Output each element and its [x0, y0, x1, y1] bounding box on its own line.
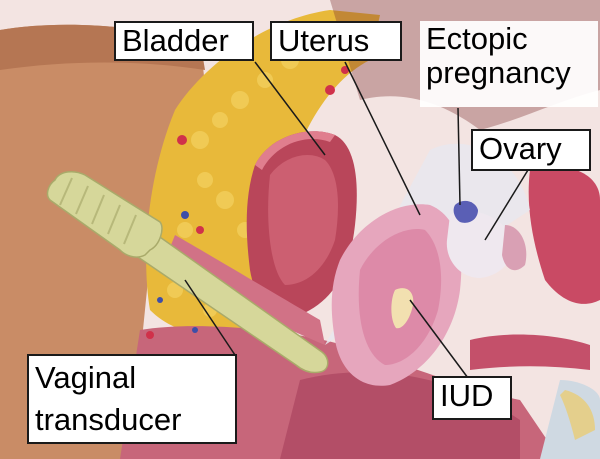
label-ovary: Ovary	[471, 129, 591, 171]
label-bladder-text: Bladder	[122, 24, 246, 58]
label-bladder: Bladder	[114, 21, 254, 61]
label-ovary-text: Ovary	[479, 132, 583, 166]
label-ectopic-pregnancy: Ectopic pregnancy	[420, 21, 598, 107]
label-uterus-text: Uterus	[278, 24, 394, 58]
label-ectopic-line2: pregnancy	[426, 56, 592, 90]
label-uterus: Uterus	[270, 21, 402, 61]
label-transducer-line1: Vaginal	[35, 361, 229, 395]
label-transducer-line2: transducer	[35, 403, 229, 437]
label-iud-text: IUD	[440, 379, 504, 413]
label-iud: IUD	[432, 376, 512, 420]
label-vaginal-transducer: Vaginal transducer	[27, 354, 237, 444]
label-ectopic-line1: Ectopic	[426, 22, 592, 56]
